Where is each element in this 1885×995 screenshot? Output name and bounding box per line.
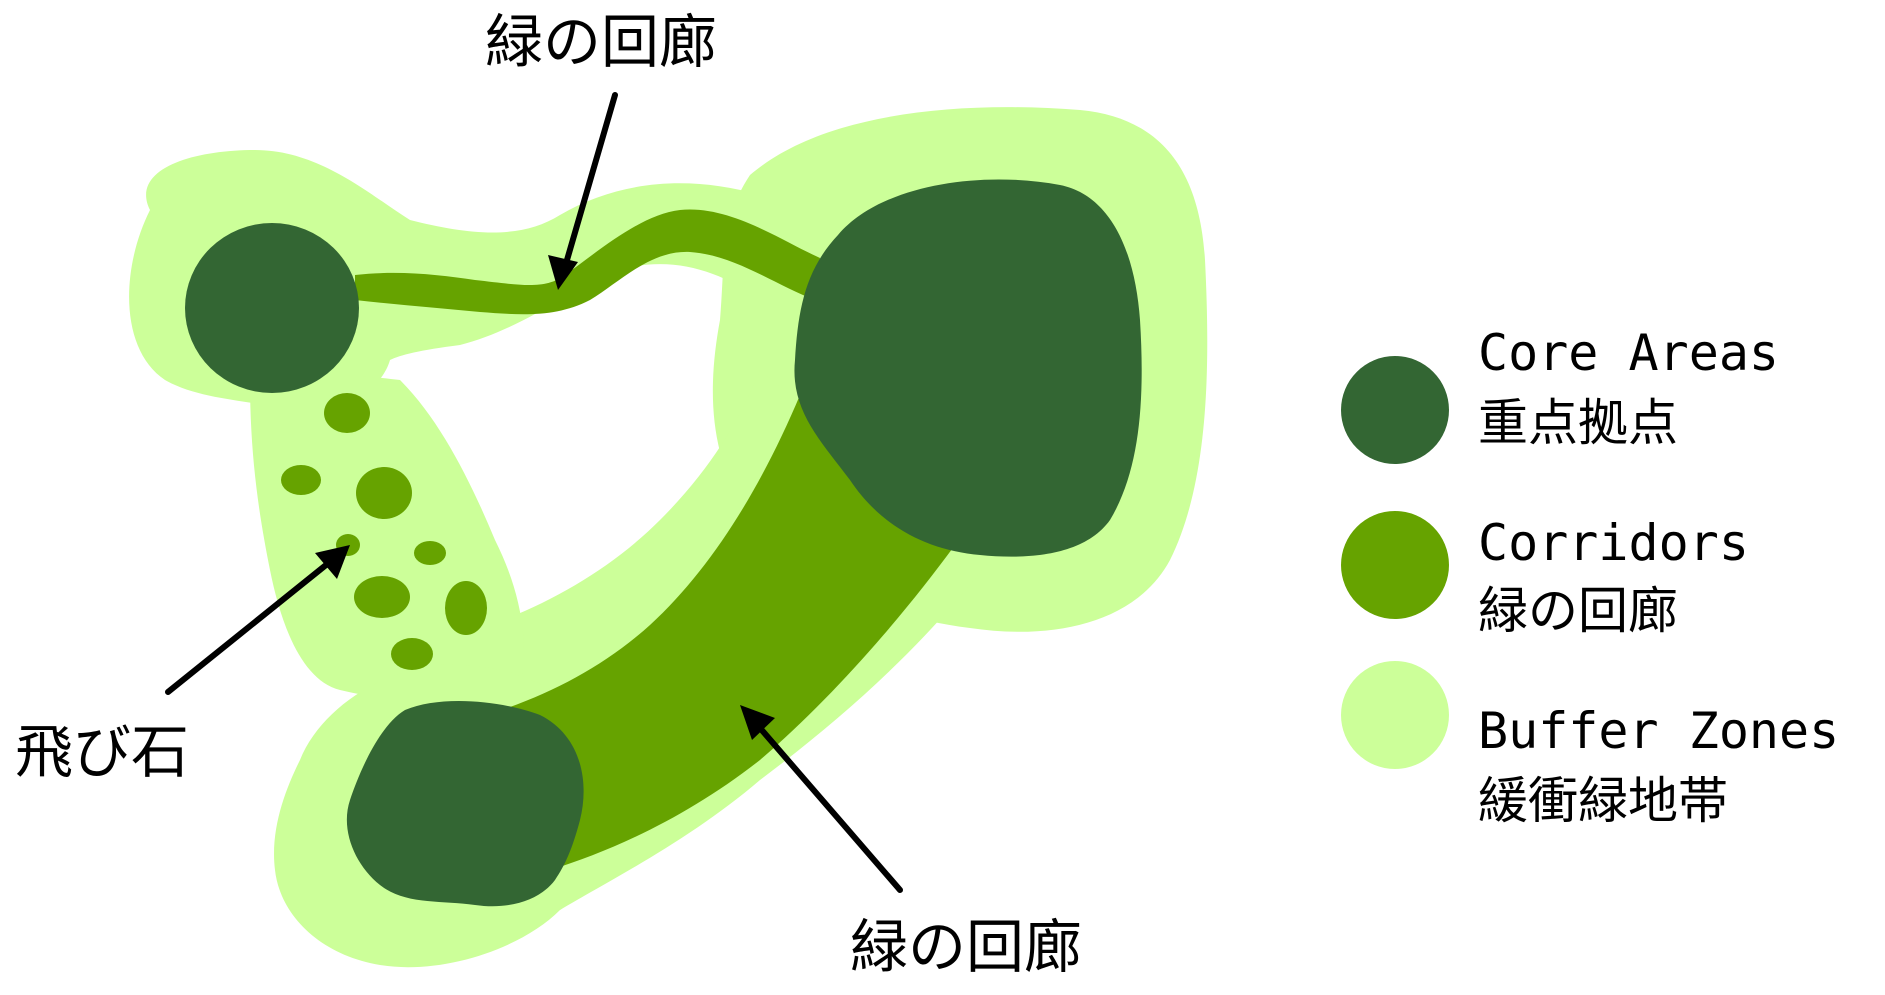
legend-label-core-en: Core Areas [1478, 324, 1779, 382]
legend-label-corridor-ja: 緑の回廊 [1478, 582, 1678, 640]
core-areas [185, 179, 1142, 907]
legend-item-buffer: Buffer Zones 緩衝緑地帯 [1341, 661, 1839, 830]
stepping-stone [354, 576, 410, 618]
corridor-diagonal [470, 395, 955, 870]
legend: Core Areas 重点拠点 Corridors 緑の回廊 Buffer Zo… [1341, 324, 1839, 830]
legend-label-buffer-ja: 緩衝緑地帯 [1478, 772, 1728, 830]
legend-item-core: Core Areas 重点拠点 [1341, 324, 1779, 464]
legend-swatch-buffer [1341, 661, 1449, 769]
core-area-right [794, 179, 1142, 557]
arrow-corridor-top [564, 92, 618, 263]
stepping-stone [445, 581, 487, 635]
arrowhead-corridor-top [548, 255, 578, 290]
stepping-stone [414, 541, 446, 565]
arrowhead-stepping-stones [315, 545, 350, 579]
corridors [355, 209, 955, 870]
stepping-stone [324, 393, 370, 433]
legend-item-corridor: Corridors 緑の回廊 [1341, 511, 1749, 640]
core-area-top-left [185, 223, 359, 393]
legend-swatch-core [1341, 356, 1449, 464]
stepping-stone [391, 638, 433, 670]
annotation-arrows [165, 92, 903, 893]
legend-label-core-ja: 重点拠点 [1478, 394, 1678, 452]
stepping-stone [281, 465, 321, 495]
legend-label-corridor-en: Corridors [1478, 514, 1749, 572]
label-corridor-bottom: 緑の回廊 [850, 913, 1082, 981]
stepping-stone [356, 467, 412, 519]
core-area-bottom-left [346, 700, 584, 907]
buffer-zone-stepping [250, 374, 524, 720]
label-stepping-stones: 飛び石 [15, 718, 189, 786]
arrow-stepping-stones [165, 562, 329, 695]
stepping-stones [281, 393, 487, 670]
legend-swatch-corridor [1341, 511, 1449, 619]
arrowhead-corridor-bottom [740, 705, 775, 740]
corridor-top [355, 209, 820, 315]
legend-label-buffer-en: Buffer Zones [1478, 702, 1839, 760]
label-corridor-top: 緑の回廊 [485, 8, 717, 76]
arrow-corridor-bottom [757, 725, 903, 893]
